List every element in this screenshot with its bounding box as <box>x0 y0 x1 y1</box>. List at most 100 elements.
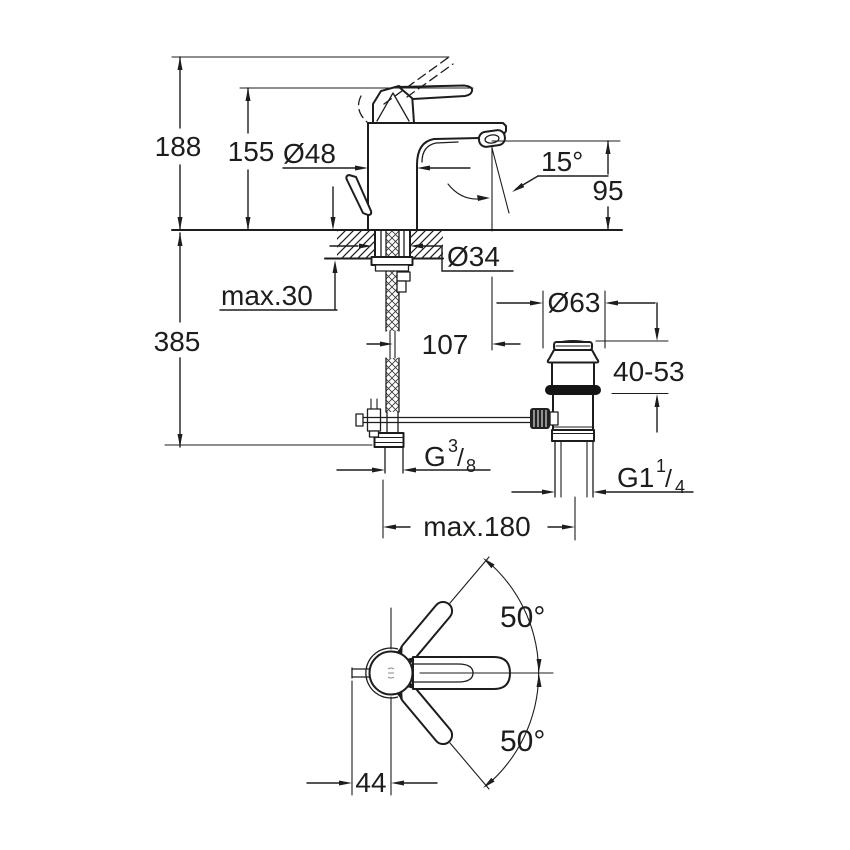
stream-reference <box>447 146 510 232</box>
dimension-height-to-lever: 155 <box>228 87 474 231</box>
dimension-waste-flange-diameter: Ø63 <box>496 287 656 349</box>
shank-fitting-lower <box>396 280 407 293</box>
raised-lever-line-1 <box>383 56 450 105</box>
dim-label-install-depth: 385 <box>154 326 201 357</box>
hose-connector-nut <box>373 432 405 448</box>
leader-max30 <box>219 272 338 311</box>
dim-label-max-counter-thickness: max.30 <box>221 280 313 311</box>
linkage-clamp <box>366 408 382 432</box>
arrowhead-icon <box>417 165 430 171</box>
dim-label-spout-outlet-height: 95 <box>592 175 623 206</box>
aerator-outline <box>477 129 506 148</box>
dim-label-lever-offset: 44 <box>355 767 386 798</box>
handle-lower-position <box>396 681 454 746</box>
supply-thread-base: G <box>424 441 446 472</box>
handle-lower-joint-wedges <box>396 681 417 702</box>
pull-rod-lower <box>370 398 378 410</box>
waste-lower-body <box>552 394 594 431</box>
raised-lever-line-2 <box>406 63 454 98</box>
arrowhead-icon <box>245 88 251 101</box>
dim-label-waste-flange-diameter: Ø63 <box>548 287 601 318</box>
front-dimensions: 188 155 Ø48 15° <box>154 56 694 542</box>
arrowhead-icon <box>542 489 555 495</box>
grohe-mark <box>387 667 395 679</box>
waste-knob <box>530 408 550 429</box>
handle-lever <box>398 84 474 100</box>
arrowhead-icon <box>593 489 606 495</box>
pop-up-waste <box>530 339 601 498</box>
braided-hose-lower-edges <box>385 357 400 413</box>
dimension-shank-diameter: Ø34 <box>329 241 514 272</box>
stream-arc-arrowhead-icon <box>477 195 490 201</box>
top-view: 50° 50° 44 <box>306 556 554 798</box>
raised-lever-arc <box>357 95 368 123</box>
arrowhead-icon <box>403 467 416 473</box>
dimension-max-distance-to-waste: max.180 <box>382 479 576 542</box>
supply-thread-denominator: 8 <box>466 456 476 476</box>
waste-thread-denominator: 4 <box>675 477 685 497</box>
dimension-body-diameter: Ø48 <box>282 138 471 171</box>
ext-lines-44 <box>351 680 392 796</box>
countertop-hatch-left <box>337 231 375 258</box>
dimension-spout-outlet-height: 95 <box>491 140 624 231</box>
ext-lines-d63 <box>542 290 606 349</box>
swing-arc <box>485 559 540 787</box>
dimension-spout-angle: 15° <box>512 146 609 192</box>
arrowhead-icon <box>530 300 543 306</box>
waste-thread-base: G1 <box>617 462 654 493</box>
waste-flange <box>546 349 600 364</box>
dim-label-waste-adjust-range: 40-53 <box>613 356 685 387</box>
linkage-rod <box>361 416 533 424</box>
arrowhead-icon <box>536 659 542 672</box>
dimension-overall-height: 188 <box>155 56 450 231</box>
arrowhead-icon <box>605 141 611 154</box>
spout-inner-detail <box>421 141 459 163</box>
dim-label-swing-upper: 50° <box>500 601 545 634</box>
dim-label-height-to-lever: 155 <box>228 136 275 167</box>
handle-lower-outline <box>399 685 454 746</box>
aerator <box>477 129 506 148</box>
waste-seal-ring <box>545 385 601 395</box>
dim-label-swing-lower: 50° <box>500 725 545 758</box>
arrowhead-icon <box>562 524 575 530</box>
dimension-waste-thread: G11/4 <box>511 456 694 497</box>
shank-outer <box>374 230 411 259</box>
dimension-spout-reach: 107 <box>366 276 521 360</box>
waste-tailpipe-inner <box>560 440 588 498</box>
arrowhead-icon <box>177 434 183 447</box>
faucet-body <box>345 56 507 231</box>
supply-thread-numerator: 3 <box>448 436 458 456</box>
dim-label-waste-thread: G11/4 <box>617 456 685 497</box>
waste-plug-detail <box>555 339 591 347</box>
shank-inner <box>380 230 405 259</box>
arrowhead-icon <box>483 558 495 569</box>
dimension-waste-adjust-range: 40-53 <box>595 302 685 433</box>
countertop <box>171 229 623 260</box>
arrowhead-icon <box>654 394 660 407</box>
waste-knob-knurl <box>533 410 547 427</box>
body-plan-outer-arc <box>365 647 399 699</box>
waste-tailpipe-outer <box>554 440 594 498</box>
arrowhead-icon <box>245 217 251 230</box>
arrowhead-icon <box>654 328 660 341</box>
arrowhead-icon <box>372 467 385 473</box>
front-view <box>171 56 623 498</box>
arrowhead-icon <box>512 182 525 192</box>
arrowhead-icon <box>380 341 393 347</box>
dim-label-body-diameter: Ø48 <box>283 138 336 169</box>
arrowhead-icon <box>355 165 368 171</box>
arrowhead-icon <box>339 780 352 786</box>
body-outline <box>367 122 507 231</box>
countertop-hatch-right <box>410 231 443 258</box>
swing-radial-lines <box>449 556 490 790</box>
arrowhead-icon <box>383 524 396 530</box>
mounting-washer <box>374 264 410 272</box>
hose-connector-nut-lines <box>373 436 405 444</box>
shank-fitting-upper <box>396 271 411 282</box>
arrowhead-icon <box>391 780 404 786</box>
dimension-install-depth: 385 <box>154 232 373 448</box>
waste-slip-nut <box>551 429 595 442</box>
arrowhead-icon <box>605 300 618 306</box>
